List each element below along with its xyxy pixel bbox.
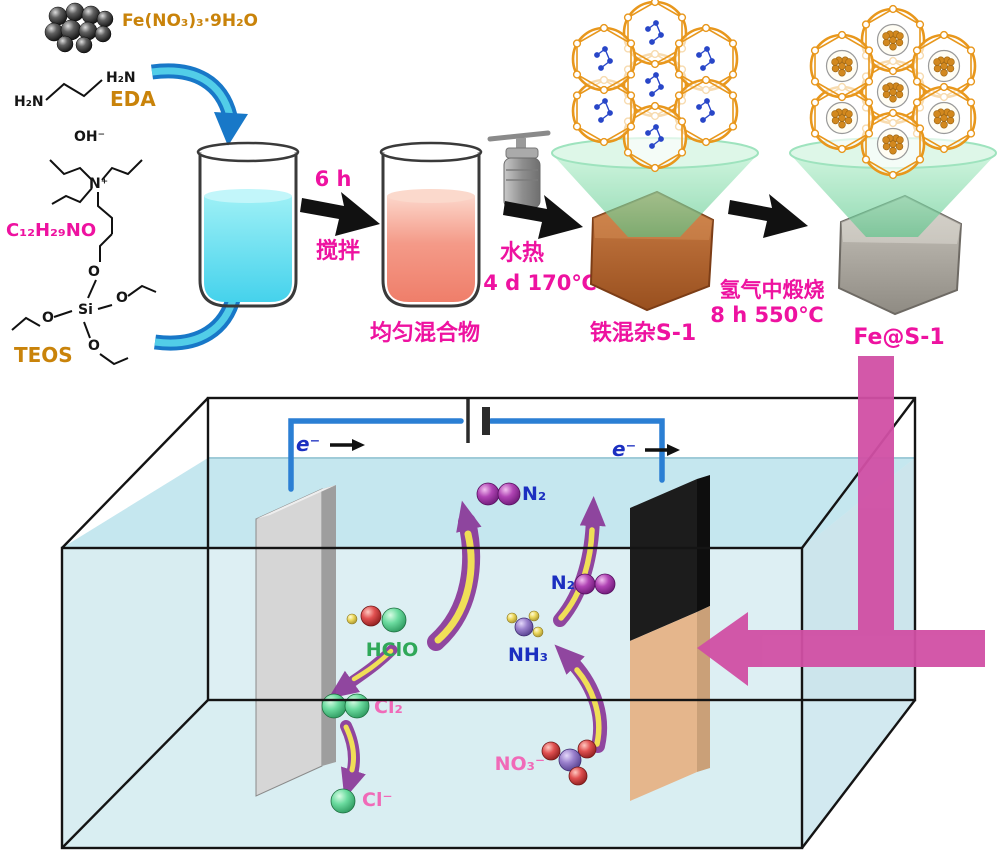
nh3-label: NH₃ [508,644,548,666]
electron-left-arrow-icon [330,439,365,451]
mixture-label: 均匀混合物 [370,320,480,346]
step3-cond: 8 h 550℃ [710,303,823,327]
n2-right-label: N₂ [551,572,575,594]
step3-name: 氢气中煅烧 [720,278,825,302]
fe-nitrate-label: Fe(NO₃)₃·9H₂O [122,11,258,31]
eda-h2n-right: H₂N [106,70,136,86]
step2-name: 水热 [500,240,544,266]
tpaoh-oh: OH⁻ [74,129,105,145]
teos-o-left: O [42,310,54,326]
left-electrode [256,485,336,796]
eda-label: EDA [110,87,156,111]
teos-o-bottom: O [88,338,100,354]
teos-label: TEOS [14,343,73,367]
fe-zeolite-label: 铁混杂S-1 [590,320,696,346]
step1-name: 搅拌 [316,238,360,264]
electron-right-label: e⁻ [612,437,636,461]
teos-si: Si [78,302,93,318]
autoclave-icon [490,133,548,208]
step1-time: 6 h [315,167,352,191]
step1-arrow [300,192,380,236]
hclo-label: HClO [366,639,419,661]
tpaoh-formula: C₁₂H₂₉NO [6,220,96,241]
beaker-2 [381,143,481,306]
right-electrode [630,475,710,801]
teos-o-top: O [88,264,100,280]
reagent-arrow-top [152,71,248,146]
step3-arrow [728,194,808,238]
beaker-1 [198,143,298,306]
eda-h2n-left: H₂N [14,94,44,110]
tpaoh-n-plus: N⁺ [89,176,108,192]
cl-ion [331,789,355,813]
no3-label: NO₃⁻ [495,753,545,775]
cl-minus-label: Cl⁻ [362,789,393,811]
fe-at-s1-label: Fe@S-1 [853,325,944,350]
battery-icon [468,399,486,443]
electrolysis-cell: e⁻ e⁻ N₂ [62,398,915,848]
step2-cond: 4 d 170℃ [483,271,597,295]
teos-o-right: O [116,290,128,306]
n2-top-label: N₂ [522,483,546,505]
electron-left-label: e⁻ [296,432,320,456]
fe-nitrate-particles [45,3,113,53]
eda-structure [46,80,102,100]
